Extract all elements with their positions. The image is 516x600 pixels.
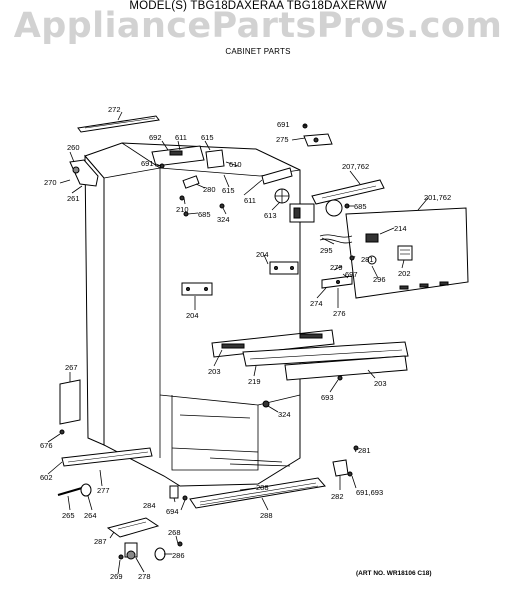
part-260-hinge (69, 159, 99, 187)
callout: 691 (141, 159, 154, 168)
callout: 697 (345, 270, 358, 279)
callout: 281 (358, 446, 371, 455)
callout: 288 (256, 483, 269, 492)
callout: 693 (321, 393, 334, 402)
part-272-strip (77, 115, 160, 133)
callout: 276 (333, 309, 346, 318)
callout: 202 (398, 269, 411, 278)
callout: 261 (67, 194, 80, 203)
section-title: CABINET PARTS (225, 47, 291, 56)
callout: 274 (310, 299, 323, 308)
callout: 615 (222, 186, 235, 195)
art-number: (ART NO. WR18106 C18) (356, 570, 432, 577)
part-204-left-bracket (181, 282, 213, 296)
callout: 204 (186, 311, 199, 320)
part-295-wires (319, 234, 353, 244)
callout: 282 (331, 492, 344, 501)
callout: 278 (138, 572, 151, 581)
callout: 685 (354, 202, 367, 211)
part-219-bar (242, 341, 409, 367)
screws (59, 123, 359, 560)
callout: 264 (84, 511, 97, 520)
callout: 281 (361, 255, 374, 264)
callout: 203 (208, 367, 221, 376)
callout: 284 (143, 501, 156, 510)
part-267-panel (59, 379, 81, 425)
part-203-lower-bar (284, 355, 408, 381)
callout: 207,762 (342, 162, 369, 171)
callout: 324 (278, 410, 291, 419)
part-204-right-bracket (269, 261, 299, 275)
callout: 610 (229, 160, 242, 169)
callout: 602 (40, 473, 53, 482)
part-602-rail (61, 447, 153, 467)
callout: 611 (175, 133, 187, 142)
callout: 279 (330, 263, 343, 272)
part-265-264-leveler (57, 483, 92, 497)
part-611-housing (151, 145, 205, 167)
callout: 280 (203, 185, 216, 194)
callout: 201,762 (424, 193, 451, 202)
part-201-panel (345, 207, 469, 299)
callout: 210 (176, 205, 189, 214)
callout: 219 (248, 377, 261, 386)
part-203-upper-bar (211, 329, 335, 358)
callout: 268 (168, 528, 181, 537)
cabinet-body (84, 142, 301, 487)
part-287-plate (106, 517, 160, 538)
callout: 267 (65, 363, 78, 372)
watermark: AppliancePartsPros.com (13, 6, 503, 46)
part-274-bracket (321, 275, 353, 289)
callout-labels: 272 691 275 692 611 615 260 691 610 270 … (40, 105, 451, 581)
callout: 288 (260, 511, 273, 520)
leader-lines (47, 111, 429, 575)
callout: 260 (67, 143, 80, 152)
callout: 286 (172, 551, 185, 560)
callout: 203 (374, 379, 387, 388)
callout: 685 (198, 210, 211, 219)
callout: 265 (62, 511, 75, 520)
callout: 692 (149, 133, 162, 142)
callout: 615 (201, 133, 214, 142)
callout: 611 (244, 196, 256, 205)
callout: 694 (166, 507, 179, 516)
callout: 275 (276, 135, 289, 144)
callout: 272 (108, 105, 121, 114)
callout: 287 (94, 537, 107, 546)
part-280-clip (182, 175, 200, 189)
part-613-fan (274, 188, 290, 204)
part-611-damper (261, 167, 293, 185)
part-282-bracket (332, 459, 349, 477)
callout: 296 (373, 275, 386, 284)
callout: 270 (44, 178, 57, 187)
callout: 277 (97, 486, 110, 495)
part-278-wheel (124, 542, 138, 560)
callout: 204 (256, 250, 269, 259)
callout: 324 (217, 215, 230, 224)
callout: 691,693 (356, 488, 383, 497)
callout: 214 (394, 224, 407, 233)
part-615-knob (205, 149, 225, 169)
part-286-roller (154, 547, 166, 561)
part-685-box (289, 199, 343, 223)
part-275-hinge (303, 133, 333, 147)
callout: 295 (320, 246, 333, 255)
model-numbers: MODEL(S) TBG18DAXERAA TBG18DAXERWW (129, 0, 387, 12)
part-207-rail (311, 179, 385, 205)
callout: 269 (110, 572, 123, 581)
callout: 691 (277, 120, 290, 129)
callout: 613 (264, 211, 277, 220)
callout: 676 (40, 441, 53, 450)
part-288-grille (189, 477, 326, 509)
part-284-bracket (169, 485, 179, 499)
